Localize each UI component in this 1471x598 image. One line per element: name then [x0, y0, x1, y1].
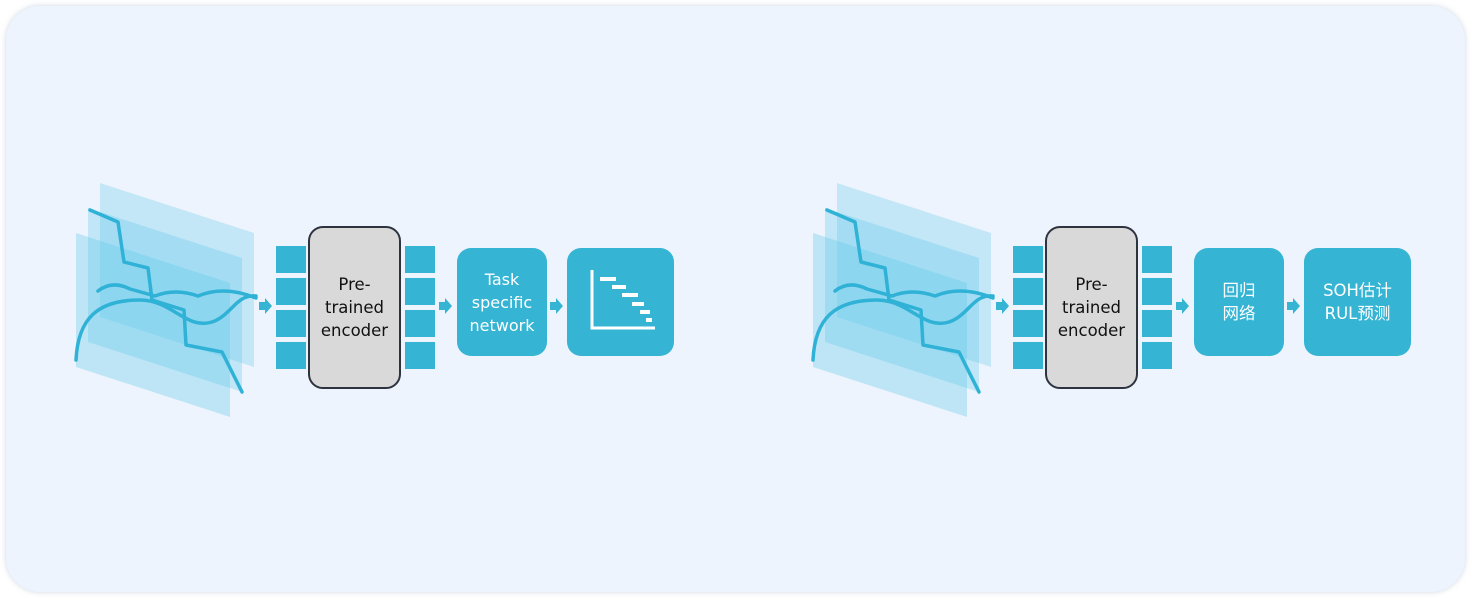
- right-input-features: [1013, 246, 1043, 369]
- right-arrow-encoder: [1176, 298, 1189, 314]
- left-encoder-box: [308, 226, 401, 389]
- right-encoder-box: [1045, 226, 1138, 389]
- right-task-box: [1194, 248, 1284, 356]
- left-input-signal-planes: [74, 181, 258, 419]
- left-output-features: [405, 246, 435, 369]
- right-output-features: [1142, 246, 1172, 369]
- left-arrow-input: [259, 298, 272, 314]
- left-input-features: [276, 246, 306, 369]
- left-encoder-label: Pre- trained encoder: [320, 275, 389, 340]
- right-task-label: 回归 网络: [1222, 281, 1256, 323]
- left-arrow-encoder: [439, 298, 452, 314]
- chart-icon: [590, 270, 655, 330]
- left-arrow-task: [550, 298, 563, 314]
- right-encoder-label: Pre- trained encoder: [1057, 275, 1126, 340]
- right-arrow-input: [996, 298, 1009, 314]
- left-task-label: Task specific network: [469, 269, 535, 335]
- right-output-label: SOH估计 RUL预测: [1323, 281, 1392, 323]
- right-output-box: [1304, 248, 1411, 356]
- left-task-box: [457, 248, 547, 356]
- right-input-signal-planes: [811, 181, 995, 419]
- left-output-box: [567, 248, 674, 356]
- right-arrow-task: [1287, 298, 1300, 314]
